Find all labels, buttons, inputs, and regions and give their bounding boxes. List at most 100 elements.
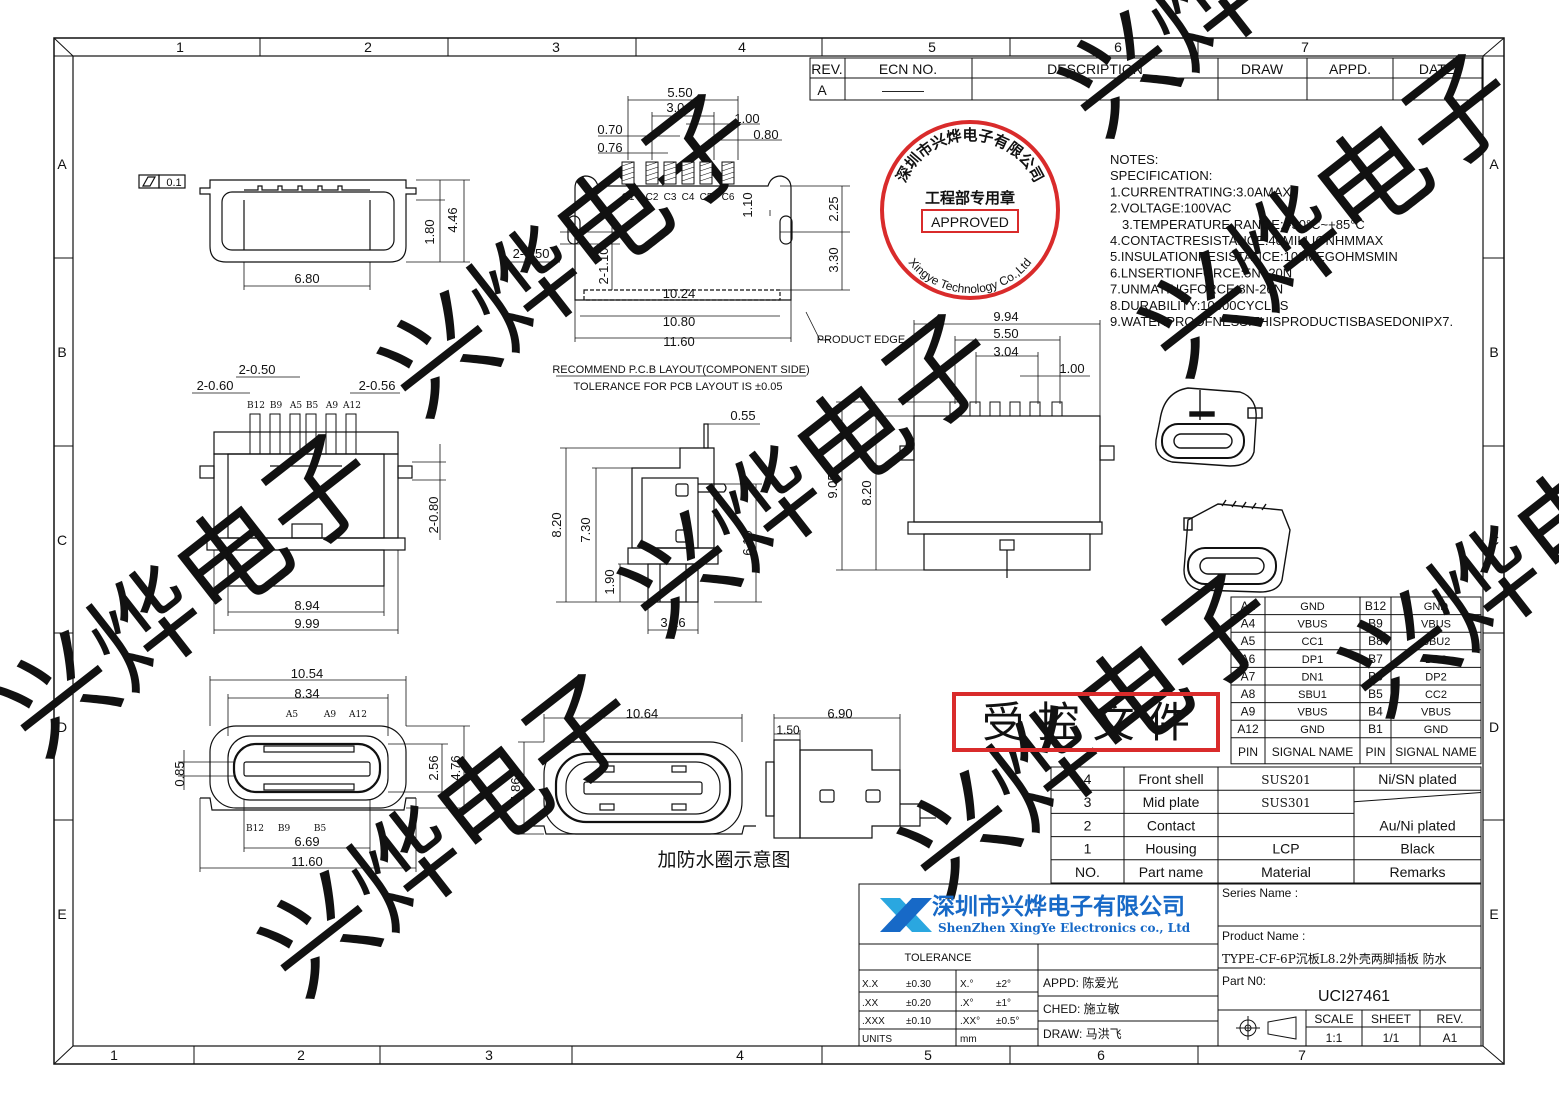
pin-table-cell: CC1: [1301, 636, 1323, 648]
front-pin: [305, 413, 317, 455]
frame-top-col-label: 6: [1114, 39, 1122, 55]
frame-right-row-label: E: [1489, 906, 1498, 922]
front-view-dimensions: 2-0.50 2-0.60 2-0.56 2-0.80 8.94 9.99: [192, 362, 446, 634]
bottom-view-dimensions: 10.54 8.34 0.85 2.56 4.76 6.69 11.60 A5 …: [172, 666, 470, 872]
side-dim-316: 3.16: [660, 615, 685, 630]
bom-cell: 4: [1084, 771, 1092, 787]
rear-pin: [1051, 401, 1063, 417]
rear-dim-994: 9.94: [993, 309, 1018, 324]
pcb-pad: [699, 161, 713, 185]
front-dim-2-060: 2-0.60: [197, 378, 234, 393]
isometric-view-1: [1155, 387, 1263, 467]
side-dim-055: 0.55: [730, 408, 755, 423]
bom-cell: Front shell: [1138, 771, 1203, 787]
bom-cell: LCP: [1272, 841, 1299, 857]
front-pin-label: B12: [247, 401, 265, 411]
product-edge-label: PRODUCT EDGE: [817, 334, 905, 346]
units-label: UNITS: [862, 1034, 892, 1045]
scale-value: 1:1: [1326, 1031, 1343, 1045]
top-view: [138, 174, 417, 263]
tolerance-cell: X.X: [862, 979, 878, 990]
rev-header-ecn: ECN NO.: [879, 61, 937, 77]
note-line: 6.LNSERTIONFORCE:5N~20N: [1110, 265, 1292, 280]
side-view-dimensions: 0.55 8.20 7.30 6.10 1.90 3.16: [549, 408, 762, 634]
bottom-dim-834: 8.34: [294, 686, 319, 701]
bom-cell: 3: [1084, 794, 1092, 810]
bom-header-cell: Material: [1261, 864, 1311, 880]
pcb-pad-label: C4: [682, 192, 695, 203]
front-pin: [325, 413, 337, 455]
pin-table-cell: A6: [1241, 652, 1256, 666]
tolerance-title: TOLERANCE: [904, 952, 971, 964]
pin-table-header: PIN: [1365, 745, 1385, 759]
pcb-dim-2-110: 2-1.10: [596, 248, 611, 285]
tolerance-cell: ±0.20: [906, 998, 931, 1009]
pcb-pad: [721, 161, 735, 185]
frame-top-col-label: 2: [364, 39, 372, 55]
note-line: 9.WATERPROOFNESS:THISPRODUCTISBASEDONIPX…: [1110, 314, 1453, 329]
waterproof-side-view: [765, 739, 936, 839]
rear-dim-100: 1.00: [1059, 361, 1084, 376]
pin-table-cell: A1: [1241, 599, 1256, 613]
pin-table-cell: A9: [1241, 705, 1256, 719]
note-line: 3.TEMPERATURE RANGE: -30°C~+85°C: [1122, 217, 1365, 232]
company-logo: [880, 898, 932, 932]
pin-table-header: SIGNAL NAME: [1395, 745, 1477, 759]
pcb-dim-076: 0.76: [597, 140, 622, 155]
pin-table-cell: GND: [1300, 724, 1325, 736]
rear-dim-820: 8.20: [859, 480, 874, 505]
front-dim-2-050: 2-0.50: [239, 362, 276, 377]
front-pin-label: A9: [325, 401, 338, 411]
pin-table-cell: A4: [1241, 617, 1256, 631]
pin-table-cell: SBU2: [1422, 636, 1451, 648]
tolerance-cell: ±1°: [996, 998, 1011, 1009]
pcb-dim-070: 0.70: [597, 122, 622, 137]
pcb-pad-label: C3: [664, 192, 677, 203]
pcb-pad-label: C6: [722, 192, 735, 203]
pin-table-cell: A7: [1241, 669, 1256, 683]
rear-dim-550: 5.50: [993, 326, 1018, 341]
pin-table-cell: CC2: [1425, 689, 1447, 701]
pcb-dim-330: 3.30: [826, 247, 841, 272]
pin-table-cell: B12: [1365, 599, 1387, 613]
pin-table-cell: A8: [1241, 687, 1256, 701]
frame-bottom-col-label: 7: [1298, 1047, 1306, 1063]
pin-table-header: SIGNAL NAME: [1272, 745, 1354, 759]
sheet-value: 1/1: [1383, 1031, 1400, 1045]
frame-top-col-label: 4: [738, 39, 746, 55]
side-dim-610: 6.10: [740, 530, 755, 555]
front-pin-label: B9: [270, 401, 283, 411]
bom-cell: 1: [1084, 841, 1092, 857]
front-pin-label: A12: [342, 401, 361, 411]
rev-value: A1: [1443, 1031, 1458, 1045]
front-dim-2-056: 2-0.56: [359, 378, 396, 393]
rev-header-rev: REV.: [811, 61, 842, 77]
pcb-layout-tolerance: TOLERANCE FOR PCB LAYOUT IS ±0.05: [574, 381, 783, 393]
wp-dim-486: 4.86: [508, 777, 523, 802]
front-pin: [249, 413, 261, 455]
pin-table-cell: B5: [1368, 687, 1383, 701]
front-pin-label: B5: [306, 401, 319, 411]
company-name-en: ShenZhen XingYe Electronics co., Ltd: [938, 921, 1191, 935]
bottom-dim-1054: 10.54: [291, 666, 324, 681]
bottom-view: [200, 725, 416, 811]
pin-table-cell: VBUS: [1421, 707, 1451, 719]
bottom-dim-256: 2.56: [426, 755, 441, 780]
rear-dim-905: 9.05: [825, 473, 840, 498]
bottom-pin-b5: B5: [314, 824, 327, 834]
pcb-pad: [663, 161, 677, 185]
title-block: 深圳市兴烨电子有限公司 ShenZhen XingYe Electronics …: [858, 883, 1482, 1047]
watermark-text: 兴烨电子: [1319, 371, 1559, 739]
pin-table-cell: VBUS: [1421, 619, 1451, 631]
waterproof-dimensions: 10.64 4.86 6.90 1.50 加防水圈示意图: [508, 706, 901, 871]
waterproof-front-view: [530, 741, 756, 835]
pcb-dim-2-050: 2-0.50: [513, 246, 550, 261]
pin-table-cell: VBUS: [1298, 707, 1328, 719]
bom-cell: 2: [1084, 817, 1092, 833]
rev-header-description: DESCRIPTION: [1047, 61, 1143, 77]
frame-bottom-col-label: 1: [110, 1047, 118, 1063]
